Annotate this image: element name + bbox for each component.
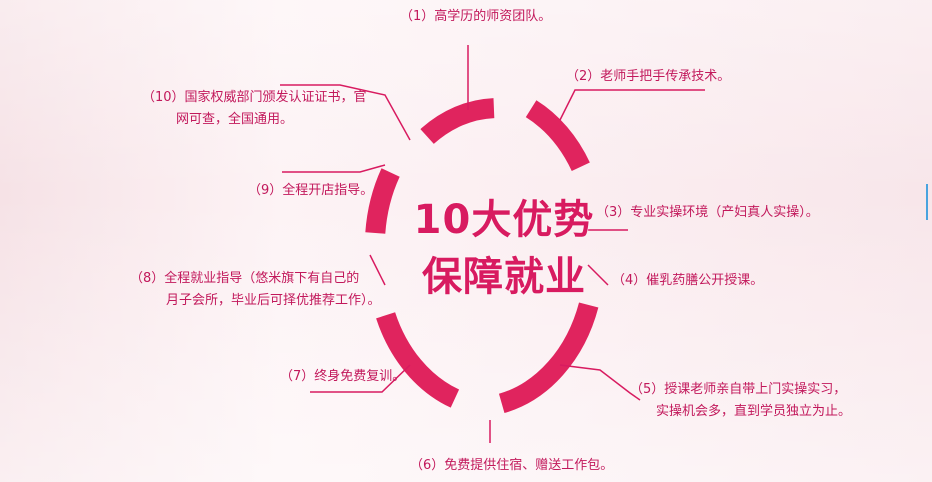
advantage-1: （1）高学历的师资团队。 (400, 6, 551, 28)
advantage-7-text: （7）终身免费复训。 (280, 369, 406, 384)
advantage-9: （9）全程开店指导。 (248, 180, 373, 202)
advantage-1-text: （1）高学历的师资团队。 (400, 9, 552, 24)
advantage-10: （10）国家权威部门颁发认证证书，官 网可查，全国通用。 (142, 87, 367, 131)
advantage-3: （3）专业实操环境（产妇真人实操）。 (596, 202, 819, 224)
advantage-8-line-1: （8）全程就业指导（悠米旗下有自己的 (130, 271, 360, 286)
advantage-6-text: （6）免费提供住宿、赠送工作包。 (410, 458, 614, 473)
advantage-4-text: （4）催乳药膳公开授课。 (612, 273, 764, 288)
advantage-8-line-2: 月子会所，毕业后可择优推荐工作）。 (166, 293, 381, 308)
advantage-6: （6）免费提供住宿、赠送工作包。 (410, 455, 613, 477)
title-line-1: 10大优势 (413, 197, 595, 243)
advantage-8: （8）全程就业指导（悠米旗下有自己的 月子会所，毕业后可择优推荐工作）。 (130, 268, 381, 312)
edge-marker (926, 184, 928, 220)
advantage-5-line-2: 实操机会多，直到学员独立为止。 (656, 404, 852, 419)
connector-2 (559, 89, 705, 121)
advantage-9-text: （9）全程开店指导。 (248, 183, 374, 198)
ring-segment-2 (525, 100, 590, 172)
advantage-10-line-1: （10）国家权威部门颁发认证证书，官 (142, 90, 367, 105)
connector-7 (310, 364, 411, 393)
connector-5 (559, 364, 641, 401)
advantage-2: （2）老师手把手传承技术。 (566, 66, 730, 88)
advantage-5-line-1: （5）授课老师亲自带上门实操实习， (630, 382, 847, 397)
advantage-5: （5）授课老师亲自带上门实操实习， 实操机会多，直到学员独立为止。 (630, 379, 851, 423)
advantage-7: （7）终身免费复训。 (280, 366, 405, 388)
ring-segment-1 (420, 98, 495, 145)
advantage-4: （4）催乳药膳公开授课。 (612, 270, 763, 292)
connector-10 (280, 84, 411, 141)
connector-9 (282, 164, 386, 173)
connector-4 (587, 264, 609, 286)
advantage-2-text: （2）老师手把手传承技术。 (566, 69, 731, 84)
ring-segment-3 (498, 302, 599, 414)
ring-segment-5 (365, 168, 400, 234)
advantage-3-text: （3）专业实操环境（产妇真人实操）。 (596, 205, 819, 220)
advantage-10-line-2: 网可查，全国通用。 (176, 112, 294, 127)
connector-8 (369, 254, 386, 286)
title-line-2: 保障就业 (422, 254, 586, 300)
ring-segment-4 (376, 312, 460, 408)
